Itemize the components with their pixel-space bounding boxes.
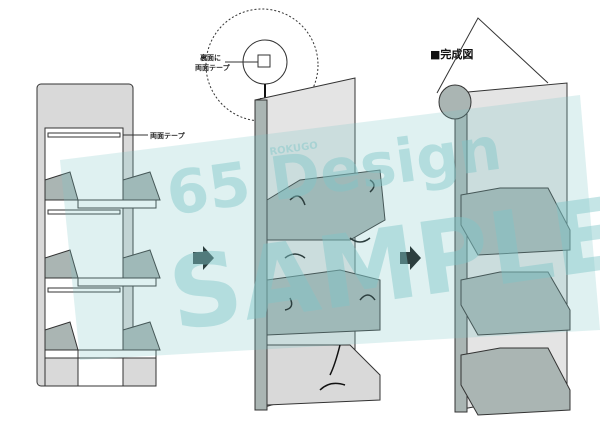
callout-text-back: 裏面に [199,53,221,62]
step-arrow-icon [400,246,421,270]
step2-assembly [254,77,386,411]
callout-text-tape: 両面テープ [195,63,231,72]
detail-callout [205,8,319,122]
finished-title: ■完成図 [430,47,473,61]
step3-finished [436,17,571,416]
step-arrow-icon [193,246,214,270]
tape-label: 両面テープ [150,131,186,140]
step1-flat-sheet [36,83,161,387]
